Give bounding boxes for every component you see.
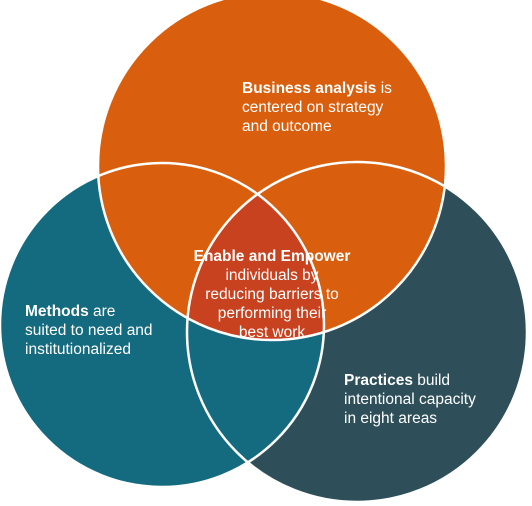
- business-circle: [98, 0, 446, 340]
- practices-text-2: intentional capacity: [344, 391, 476, 408]
- center-bold: Enable and Empower: [193, 248, 351, 265]
- business-text-1: is: [376, 80, 392, 97]
- center-text-5: best work: [238, 324, 306, 341]
- center-label: Enable and Empower individuals by reduci…: [180, 247, 364, 342]
- methods-outline: [0, 161, 326, 489]
- practices-outline: [185, 160, 529, 504]
- business-bold: Business analysis: [242, 80, 377, 97]
- center-text-3: reducing barriers to: [205, 286, 339, 303]
- business-outline: [96, 0, 448, 342]
- methods-bold: Methods: [25, 303, 89, 320]
- methods-text-3: institutionalized: [25, 341, 131, 358]
- center-text-4: performing their: [217, 305, 327, 322]
- business-label: Business analysis is centered on strateg…: [242, 79, 392, 136]
- practices-text-3: in eight areas: [344, 410, 438, 427]
- center-text-2: individuals by: [225, 267, 319, 284]
- center-intersection: [187, 163, 324, 340]
- methods-text-2: suited to need and: [25, 322, 153, 339]
- methods-text-1: are: [88, 303, 116, 320]
- practices-label: Practices build intentional capacity in …: [344, 371, 476, 428]
- practices-bold: Practices: [344, 372, 413, 389]
- methods-label: Methods are suited to need and instituti…: [25, 302, 153, 359]
- practices-text-1: build: [412, 372, 451, 389]
- business-text-3: and outcome: [242, 118, 332, 135]
- business-text-2: centered on strategy: [242, 99, 384, 116]
